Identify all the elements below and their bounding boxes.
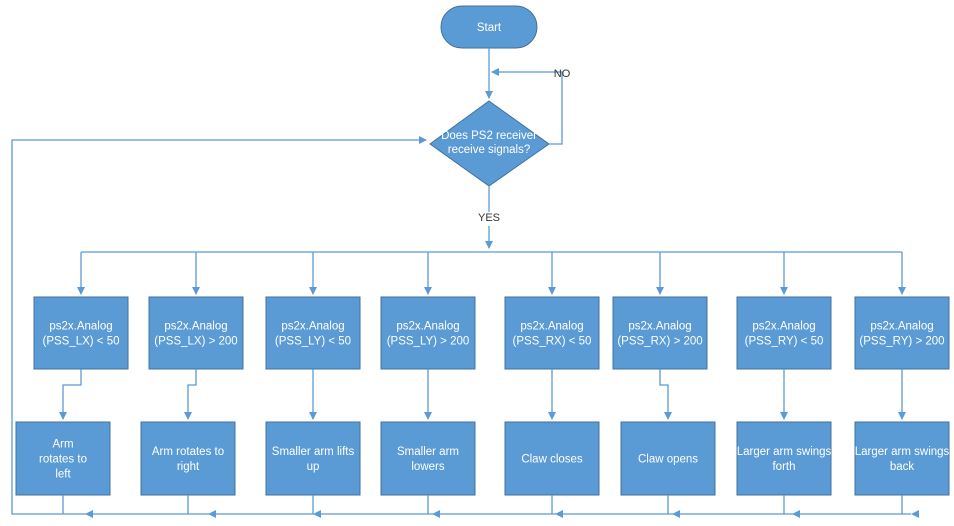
action-label-1-line-2: rotates to xyxy=(39,454,87,466)
return-arrowhead-6 xyxy=(672,510,680,518)
action-node-8 xyxy=(854,421,950,496)
edge-condition-action-6 xyxy=(659,369,672,420)
action-label-4-line-1: Smaller arm xyxy=(397,446,459,458)
condition-node-3 xyxy=(265,296,361,370)
condition-label-1-line-1: ps2x.Analog xyxy=(49,321,112,333)
action-label-7-line-1: Larger arm swings xyxy=(737,446,832,458)
edge-label-yes: YES xyxy=(478,212,500,224)
return-arrowhead-2 xyxy=(208,510,216,518)
edge-condition-action-1 xyxy=(59,369,82,420)
action-label-4-line-2: lowers xyxy=(411,461,444,473)
edge-condition-action-2 xyxy=(184,369,197,420)
condition-node-2 xyxy=(148,296,244,370)
columns-layer: ps2x.Analog (PSS_LX) < 50 Arm rotates to lef… xyxy=(15,252,950,518)
action-label-6-line-1: Claw opens xyxy=(638,454,698,466)
action-node-2 xyxy=(140,421,236,496)
condition-label-4-line-1: ps2x.Analog xyxy=(396,321,459,333)
action-label-5-line-1: Claw closes xyxy=(521,454,583,466)
edge-no-loop xyxy=(491,68,563,145)
return-arrowhead-1 xyxy=(85,510,93,518)
condition-label-7-line-1: ps2x.Analog xyxy=(752,321,815,333)
action-label-3-line-1: Smaller arm lifts xyxy=(272,446,355,458)
action-label-7-line-2: forth xyxy=(772,461,795,473)
edge-label-no: NO xyxy=(554,68,571,80)
condition-label-6-line-2: (PSS_RX) > 200 xyxy=(617,336,702,348)
action-label-8-line-2: back xyxy=(890,461,915,473)
condition-node-8 xyxy=(854,296,950,370)
action-node-4 xyxy=(380,421,476,496)
return-arrowhead-5 xyxy=(555,510,563,518)
return-arrowhead-8 xyxy=(911,510,919,518)
condition-node-6 xyxy=(612,296,708,370)
condition-node-4 xyxy=(380,296,476,370)
condition-label-6-line-1: ps2x.Analog xyxy=(628,321,691,333)
action-label-8-line-1: Larger arm swings xyxy=(855,446,950,458)
action-node-7 xyxy=(736,421,832,496)
condition-label-7-line-2: (PSS_RY) < 50 xyxy=(745,336,824,348)
condition-label-8-line-1: ps2x.Analog xyxy=(870,321,933,333)
condition-node-5 xyxy=(504,296,600,370)
action-label-3-line-2: up xyxy=(307,461,320,473)
return-arrowhead-7 xyxy=(792,510,800,518)
condition-label-5-line-1: ps2x.Analog xyxy=(520,321,583,333)
condition-node-1 xyxy=(33,296,129,370)
action-node-5 xyxy=(504,421,600,496)
action-node-3 xyxy=(265,421,361,496)
condition-label-2-line-1: ps2x.Analog xyxy=(164,321,227,333)
condition-label-3-line-2: (PSS_LY) < 50 xyxy=(275,336,351,348)
decision-label-line-2: receive signals? xyxy=(448,144,530,156)
condition-node-7 xyxy=(736,296,832,370)
condition-label-4-line-2: (PSS_LY) > 200 xyxy=(387,336,470,348)
condition-label-2-line-2: (PSS_LX) > 200 xyxy=(154,336,237,348)
start-label: Start xyxy=(477,22,502,34)
condition-label-8-line-2: (PSS_RY) > 200 xyxy=(859,336,944,348)
action-label-2-line-2: right xyxy=(177,461,200,473)
condition-label-3-line-1: ps2x.Analog xyxy=(281,321,344,333)
condition-label-5-line-2: (PSS_RX) < 50 xyxy=(513,336,592,348)
decision-label-line-1: Does PS2 receiver xyxy=(441,130,537,142)
action-label-1-line-3: left xyxy=(55,469,71,481)
condition-label-1-line-2: (PSS_LX) < 50 xyxy=(42,336,119,348)
return-arrowhead-3 xyxy=(313,510,321,518)
edge-return-loop xyxy=(11,136,427,515)
action-node-1 xyxy=(15,421,111,496)
action-label-2-line-1: Arm rotates to xyxy=(152,446,224,458)
action-label-1-line-1: Arm xyxy=(52,439,73,451)
return-arrowhead-4 xyxy=(432,510,440,518)
